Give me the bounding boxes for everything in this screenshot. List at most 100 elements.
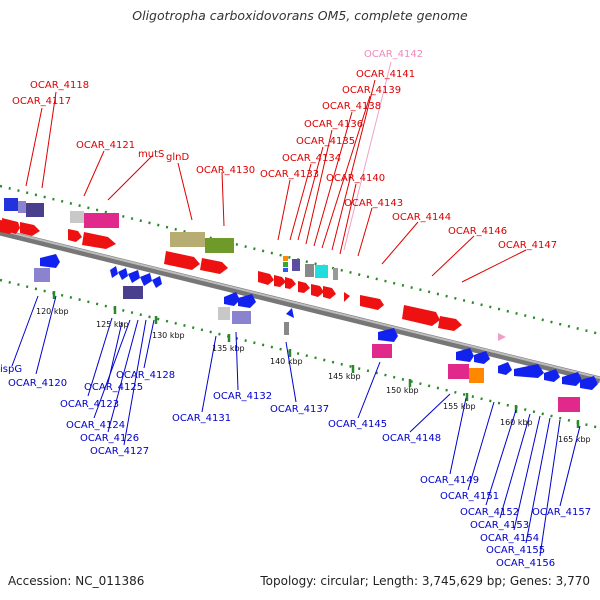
gene-label: OCAR_4123 <box>60 399 119 410</box>
scale-ticks <box>52 291 580 428</box>
scale-label: 160 kbp <box>500 418 533 427</box>
gene-label: OCAR_4154 <box>480 533 539 544</box>
scale-label: 125 kbp <box>96 320 129 329</box>
gene-label: OCAR_4118 <box>30 80 89 91</box>
gene-arrow <box>258 271 274 285</box>
gene-arrow-left <box>110 266 118 278</box>
gene-label: OCAR_4156 <box>496 558 555 569</box>
gene-slate <box>18 201 26 213</box>
gene-lightgray <box>70 211 84 223</box>
reverse-genes <box>34 254 598 412</box>
gene-magenta <box>448 364 469 379</box>
gene-arrow <box>68 229 82 242</box>
accession-text: Accession: NC_011386 <box>8 574 145 588</box>
gene-label: OCAR_4130 <box>196 165 255 176</box>
gene-arrow <box>311 284 324 297</box>
gene-tiny-orange <box>283 256 288 261</box>
gene-label: OCAR_4125 <box>84 382 143 393</box>
gene-label: OCAR_4131 <box>172 413 231 424</box>
scale-label: 155 kbp <box>443 402 476 411</box>
gene-arrow <box>323 286 336 299</box>
gene-label: ispG <box>0 364 22 375</box>
gene-arrow <box>164 251 200 270</box>
gene-label: mutS <box>138 149 164 160</box>
scale-label: 140 kbp <box>270 357 303 366</box>
gene-label: OCAR_4133 <box>260 169 319 180</box>
gene-tiny-green <box>283 262 288 267</box>
gene-purple-small <box>292 259 300 271</box>
gene-arrow <box>20 222 40 236</box>
gene-label: OCAR_4143 <box>344 198 403 209</box>
gene-label: OCAR_4138 <box>322 101 381 112</box>
genome-summary: Topology: circular; Length: 3,745,629 bp… <box>260 574 590 588</box>
gene-label: OCAR_4141 <box>356 69 415 80</box>
gene-label: OCAR_4117 <box>12 96 71 107</box>
gene-arrow <box>200 258 228 274</box>
faint-leader <box>343 61 392 251</box>
gene-label-faint: OCAR_4142 <box>364 49 423 60</box>
gene-khaki <box>170 232 205 247</box>
gene-label: OCAR_4152 <box>460 507 519 518</box>
gene-label: OCAR_4157 <box>532 507 591 518</box>
forward-genes <box>0 198 506 341</box>
gene-navy <box>26 203 44 217</box>
gene-label: glnD <box>166 152 189 163</box>
gene-olive <box>205 238 234 253</box>
forward-leaders <box>25 79 527 283</box>
gene-arrow <box>360 295 384 310</box>
gene-slate <box>34 268 50 282</box>
genome-backbone <box>0 228 600 384</box>
gene-label: OCAR_4134 <box>282 153 341 164</box>
gene-cyan <box>315 265 328 278</box>
genome-backbone-highlight <box>0 229 600 379</box>
gene-arrow-left <box>224 292 240 306</box>
scale-label: 130 kbp <box>152 331 185 340</box>
gene-arrow-left <box>140 273 152 286</box>
scale-label: 145 kbp <box>328 372 361 381</box>
gene-label: OCAR_4124 <box>66 420 125 431</box>
gene-arrow-left <box>562 372 582 386</box>
gene-label: OCAR_4140 <box>326 173 385 184</box>
gene-arrow-left <box>40 254 60 268</box>
gene-arrow <box>298 281 310 293</box>
gene-label: OCAR_4147 <box>498 240 557 251</box>
gene-arrow-left <box>544 369 560 382</box>
gene-arrow-left <box>128 270 140 283</box>
gene-label: OCAR_4126 <box>80 433 139 444</box>
reverse-track-ticks <box>0 278 600 430</box>
scale-label: 150 kbp <box>386 386 419 395</box>
gene-label: OCAR_4136 <box>304 119 363 130</box>
gene-magenta <box>84 213 119 228</box>
gene-gray-small <box>305 264 314 277</box>
gene-arrow-left <box>514 364 544 378</box>
scale-label: 165 kbp <box>558 435 591 444</box>
gene-label: OCAR_4151 <box>440 491 499 502</box>
gene-arrow <box>274 275 286 287</box>
gene-arrow-left <box>152 276 162 288</box>
gene-navy <box>123 286 143 299</box>
reverse-leaders <box>11 295 581 557</box>
gene-gray-small <box>333 268 338 280</box>
gene-arrow-left <box>286 308 294 318</box>
gene-label: OCAR_4128 <box>116 370 175 381</box>
gene-orange <box>469 368 484 383</box>
gene-label: OCAR_4144 <box>392 212 451 223</box>
gene-label: OCAR_4127 <box>90 446 149 457</box>
gene-magenta <box>372 344 392 358</box>
gene-label: OCAR_4120 <box>8 378 67 389</box>
gene-lightgray <box>218 307 230 320</box>
gene-label: OCAR_4145 <box>328 419 387 430</box>
gene-gray-small <box>284 322 289 335</box>
forward-track-ticks <box>0 184 600 336</box>
gene-arrow-left <box>474 351 490 364</box>
gene-label: OCAR_4146 <box>448 226 507 237</box>
gene-arrow <box>82 232 116 249</box>
gene-slate <box>232 311 251 324</box>
gene-label: OCAR_4137 <box>270 404 329 415</box>
gene-label: OCAR_4148 <box>382 433 441 444</box>
gene-label: OCAR_4121 <box>76 140 135 151</box>
scale-label: 135 kbp <box>212 344 245 353</box>
gene-label: OCAR_4149 <box>420 475 479 486</box>
gene-magenta <box>558 397 580 412</box>
